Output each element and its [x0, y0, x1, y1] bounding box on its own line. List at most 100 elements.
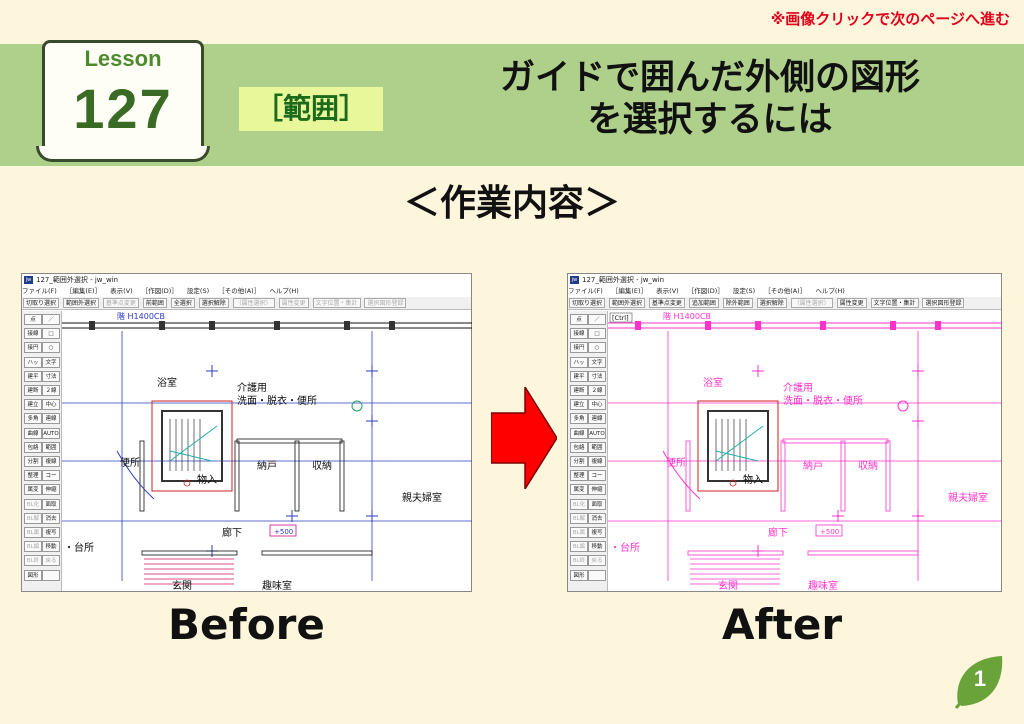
tool-button[interactable]: ○ — [588, 342, 606, 354]
menu-other[interactable]: ［その他(A)］ — [218, 287, 261, 295]
selection-toolbar[interactable]: 切取り選択 範囲外選択 基準点変更 前範囲 全選択 選択解除 （属性選択） 属性… — [22, 297, 471, 310]
tool-button[interactable]: 点 — [570, 314, 588, 325]
cut-select-checkbox[interactable]: 切取り選択 — [569, 298, 606, 308]
tool-button[interactable]: 曲線 — [570, 427, 588, 439]
menu-help[interactable]: ヘルプ(H) — [815, 287, 845, 295]
tool-button[interactable]: 整理 — [570, 470, 588, 482]
register-figure-button[interactable]: 選択図形登録 — [364, 298, 407, 308]
menu-other[interactable]: ［その他(A)］ — [764, 287, 807, 295]
add-range-button[interactable]: 追加範囲 — [688, 298, 719, 308]
tool-button[interactable]: BL化 — [24, 498, 42, 510]
menu-bar[interactable]: ファイル(F) ［編集(E)］ 表示(V) ［作図(D)］ 設定(S) ［その他… — [22, 286, 471, 297]
menu-help[interactable]: ヘルプ(H) — [269, 287, 299, 295]
drawing-canvas[interactable]: 階 H1400CB浴室介護用洗面・脱衣・便所便所納戸収納物入親夫婦室廊下+500… — [608, 311, 1002, 592]
menu-settings[interactable]: 設定(S) — [186, 287, 210, 295]
menu-bar[interactable]: ファイル(F) ［編集(E)］ 表示(V) ［作図(D)］ 設定(S) ［その他… — [568, 286, 1001, 297]
tool-button[interactable]: 接円 — [24, 342, 42, 354]
tool-button[interactable]: 接線 — [24, 328, 42, 340]
tool-button[interactable]: コーナー — [588, 470, 606, 482]
tool-button[interactable]: 多角形 — [24, 413, 42, 425]
tool-button[interactable]: 中心線 — [42, 399, 60, 411]
menu-file[interactable]: ファイル(F) — [568, 287, 603, 295]
menu-view[interactable]: 表示(V) — [656, 287, 679, 295]
tool-button[interactable]: BL編 — [24, 541, 42, 553]
menu-draw[interactable]: ［作図(D)］ — [141, 287, 178, 295]
tool-button[interactable]: 属変 — [570, 484, 588, 496]
tool-button[interactable]: 多角形 — [570, 413, 588, 425]
tool-button[interactable]: ／ — [42, 314, 60, 325]
tool-button[interactable]: 伸縮 — [588, 484, 606, 496]
text-position-button[interactable]: 文字位置・集計 — [312, 298, 361, 308]
tool-button[interactable] — [42, 569, 60, 581]
tool-button[interactable]: ハッチ — [570, 356, 588, 368]
tool-button[interactable]: 文字 — [588, 356, 606, 368]
tool-button[interactable]: 連線 — [588, 413, 606, 425]
tool-button[interactable]: ／ — [588, 314, 606, 325]
attr-change-button[interactable]: 属性変更 — [836, 298, 867, 308]
tool-button[interactable]: 建平 — [570, 370, 588, 382]
previous-range-button[interactable]: 前範囲 — [142, 298, 167, 308]
tool-button[interactable]: 範囲 — [42, 441, 60, 453]
tool-button[interactable]: 接円 — [570, 342, 588, 354]
tool-button[interactable]: 消去 — [588, 512, 606, 524]
tool-button[interactable]: 分割 — [570, 456, 588, 467]
select-all-button[interactable]: 全選択 — [170, 298, 195, 308]
menu-draw[interactable]: ［作図(D)］ — [687, 287, 724, 295]
menu-view[interactable]: 表示(V) — [110, 287, 133, 295]
tool-button[interactable]: 複線 — [42, 456, 60, 467]
tool-button[interactable]: 面取 — [588, 498, 606, 510]
tool-button[interactable]: AUTO — [42, 427, 60, 439]
tool-button[interactable]: 建断 — [570, 385, 588, 396]
base-point-button[interactable]: 基準点変更 — [648, 298, 685, 308]
deselect-button[interactable]: 選択解除 — [756, 298, 787, 308]
tool-button[interactable]: 複写 — [588, 527, 606, 538]
attr-select-button[interactable]: （属性選択） — [790, 298, 833, 308]
tool-button[interactable]: 連線 — [42, 413, 60, 425]
tool-button[interactable]: 伸縮 — [42, 484, 60, 496]
tool-button[interactable]: 移動 — [588, 541, 606, 553]
tool-button[interactable]: 図形 — [24, 569, 42, 581]
tool-button[interactable]: 範囲 — [588, 441, 606, 453]
tool-button[interactable]: ハッチ — [24, 356, 42, 368]
tool-button[interactable]: 建平 — [24, 370, 42, 382]
tool-button[interactable]: 寸法 — [42, 370, 60, 382]
tool-button[interactable]: BL終 — [24, 555, 42, 567]
menu-settings[interactable]: 設定(S) — [732, 287, 756, 295]
tool-button[interactable]: 複写 — [42, 527, 60, 538]
leaf-icon[interactable]: 1 — [952, 652, 1006, 710]
tool-button[interactable]: BL解 — [24, 512, 42, 524]
tool-button[interactable]: BL属 — [24, 527, 42, 538]
menu-edit[interactable]: ［編集(E)］ — [611, 287, 648, 295]
outside-select-checkbox[interactable]: 範囲外選択 — [62, 298, 99, 308]
exclude-range-button[interactable]: 除外範囲 — [722, 298, 753, 308]
tool-button[interactable]: □ — [42, 328, 60, 340]
register-figure-button[interactable]: 選択図形登録 — [922, 298, 965, 308]
tool-button[interactable]: AUTO — [588, 427, 606, 439]
deselect-button[interactable]: 選択解除 — [198, 298, 229, 308]
tool-button[interactable]: 包絡 — [570, 441, 588, 453]
cut-select-checkbox[interactable]: 切取り選択 — [23, 298, 60, 308]
top-note[interactable]: ※画像クリックで次のページへ進む — [770, 10, 1010, 28]
after-screenshot[interactable]: jw 127_範囲外選択 - jw_win ファイル(F) ［編集(E)］ 表示… — [567, 273, 1002, 592]
tool-button[interactable]: 戻る — [588, 555, 606, 567]
tool-button[interactable]: ２線 — [588, 385, 606, 396]
menu-file[interactable]: ファイル(F) — [22, 287, 57, 295]
drawing-canvas[interactable]: 階 H1400CB浴室介護用洗面・脱衣・便所便所納戸収納物入親夫婦室廊下+500… — [62, 311, 472, 592]
tool-button[interactable]: ２線 — [42, 385, 60, 396]
tool-button[interactable]: 整理 — [24, 470, 42, 482]
tool-button[interactable]: 図形 — [570, 569, 588, 581]
tool-button[interactable]: 文字 — [42, 356, 60, 368]
tool-button[interactable]: 建立 — [24, 399, 42, 411]
outside-select-checkbox[interactable]: 範囲外選択 — [608, 298, 645, 308]
tool-button[interactable]: 寸法 — [588, 370, 606, 382]
tool-button[interactable]: 面取 — [42, 498, 60, 510]
base-point-button[interactable]: 基準点変更 — [102, 298, 139, 308]
tool-button[interactable]: 移動 — [42, 541, 60, 553]
tool-button[interactable]: 建断 — [24, 385, 42, 396]
tool-button[interactable]: BL編 — [570, 541, 588, 553]
left-tool-panel[interactable]: 点／接線□接円○ハッチ文字建平寸法建断２線建立中心線多角形連線曲線AUTO包絡範… — [22, 311, 62, 591]
menu-edit[interactable]: ［編集(E)］ — [65, 287, 102, 295]
tool-button[interactable] — [588, 569, 606, 581]
tool-button[interactable]: 建立 — [570, 399, 588, 411]
before-screenshot[interactable]: jw 127_範囲外選択 - jw_win ファイル(F) ［編集(E)］ 表示… — [21, 273, 472, 592]
